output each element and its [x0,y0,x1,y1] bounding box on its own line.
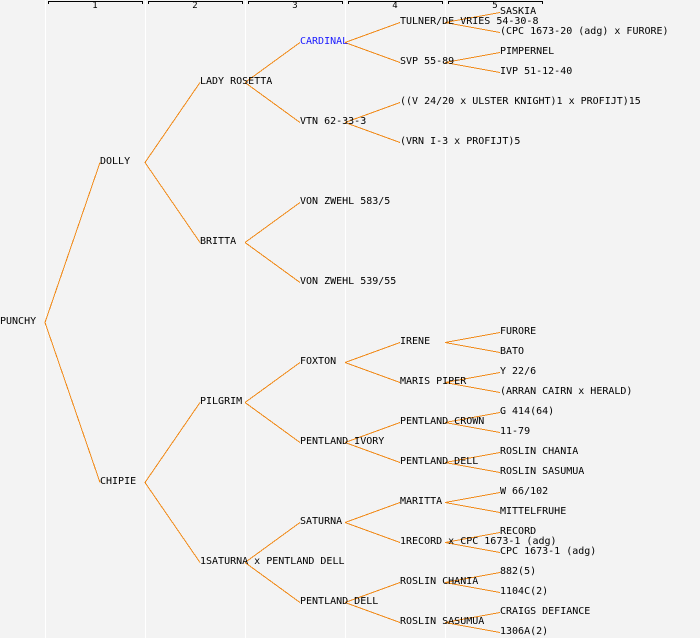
column-separator [345,0,346,638]
pedigree-node-gen-5[interactable]: W 66/102 [500,486,549,497]
pedigree-node-gen-3[interactable]: FOXTON [300,356,337,367]
generation-header-bracket [248,1,343,4]
pedigree-node-gen-5[interactable]: 11-79 [500,426,531,437]
pedigree-node-gen-4[interactable]: 1RECORD x CPC 1673-1 (adg) [400,536,557,547]
pedigree-node-gen-5[interactable]: (ARRAN CAIRN x HERALD) [500,386,633,397]
pedigree-node-gen-4[interactable]: ROSLIN SASUMUA [400,616,485,627]
pedigree-node-gen-5[interactable]: G 414(64) [500,406,555,417]
pedigree-node-gen-5[interactable]: CPC 1673-1 (adg) [500,546,597,557]
generation-header-1: 1 [92,1,98,11]
pedigree-node-gen-5[interactable]: Y 22/6 [500,366,537,377]
pedigree-node-gen-5[interactable]: 1306A(2) [500,626,549,637]
generation-header-4: 4 [392,1,398,11]
pedigree-node-gen-4[interactable]: (VRN I-3 x PROFIJT)5 [400,136,521,147]
generation-header-5: 5 [492,1,498,11]
pedigree-node-gen-3[interactable]: VON ZWEHL 583/5 [300,196,391,207]
column-separator [245,0,246,638]
pedigree-node-gen-4[interactable]: ((V 24/20 x ULSTER KNIGHT)1 x PROFIJT)15 [400,96,641,107]
pedigree-node-gen-4[interactable]: MARITTA [400,496,443,507]
pedigree-node-gen-5[interactable]: CRAIGS DEFIANCE [500,606,591,617]
pedigree-node-gen-5[interactable]: 1104C(2) [500,586,549,597]
pedigree-node-gen-5[interactable]: ROSLIN SASUMUA [500,466,585,477]
generation-header-2: 2 [192,1,198,11]
generation-header-3: 3 [292,1,298,11]
pedigree-node-gen-5[interactable]: MITTELFRUHE [500,506,567,517]
pedigree-node-gen-4[interactable]: IRENE [400,336,431,347]
pedigree-node-gen-3[interactable]: VTN 62-33-3 [300,116,367,127]
pedigree-node-gen-1[interactable]: CHIPIE [100,476,137,487]
pedigree-node-gen-5[interactable]: BATO [500,346,525,357]
pedigree-node-gen-4[interactable]: PENTLAND DELL [400,456,479,467]
pedigree-node-gen-4[interactable]: PENTLAND CROWN [400,416,485,427]
pedigree-node-gen-2[interactable]: BRITTA [200,236,237,247]
pedigree-node-gen-4[interactable]: TULNER/DE VRIES 54-30-8 [400,16,539,27]
pedigree-node-gen-3[interactable]: PENTLAND DELL [300,596,379,607]
generation-header-bracket [348,1,443,4]
pedigree-node-gen-2[interactable]: PILGRIM [200,396,243,407]
generation-header-bracket [48,1,143,4]
generation-header-bracket [448,1,543,4]
pedigree-node-gen-4[interactable]: MARIS PIPER [400,376,467,387]
pedigree-root-node[interactable]: PUNCHY [0,316,37,327]
pedigree-node-gen-5[interactable]: ROSLIN CHANIA [500,446,579,457]
pedigree-node-gen-2[interactable]: LADY ROSETTA [200,76,273,87]
generation-header-bracket [148,1,243,4]
column-separator [45,0,46,638]
column-separator [145,0,146,638]
column-separator [445,0,446,638]
pedigree-node-gen-5[interactable]: PIMPERNEL [500,46,555,57]
pedigree-node-gen-1[interactable]: DOLLY [100,156,131,167]
pedigree-node-gen-5[interactable]: 882(5) [500,566,537,577]
pedigree-node-gen-5[interactable]: RECORD [500,526,537,537]
pedigree-node-gen-3[interactable]: PENTLAND IVORY [300,436,385,447]
pedigree-node-gen-5[interactable]: IVP 51-12-40 [500,66,573,77]
pedigree-node-gen-5[interactable]: FURORE [500,326,537,337]
pedigree-node-gen-4[interactable]: SVP 55-89 [400,56,455,67]
pedigree-node-gen-2[interactable]: 1SATURNA x PENTLAND DELL [200,556,345,567]
pedigree-node-gen-5[interactable]: SASKIA [500,6,537,17]
pedigree-node-gen-3[interactable]: CARDINAL [300,36,349,47]
pedigree-node-gen-3[interactable]: VON ZWEHL 539/55 [300,276,397,287]
pedigree-node-gen-5[interactable]: (CPC 1673-20 (adg) x FURORE) [500,26,669,37]
pedigree-node-gen-4[interactable]: ROSLIN CHANIA [400,576,479,587]
pedigree-node-gen-3[interactable]: SATURNA [300,516,343,527]
